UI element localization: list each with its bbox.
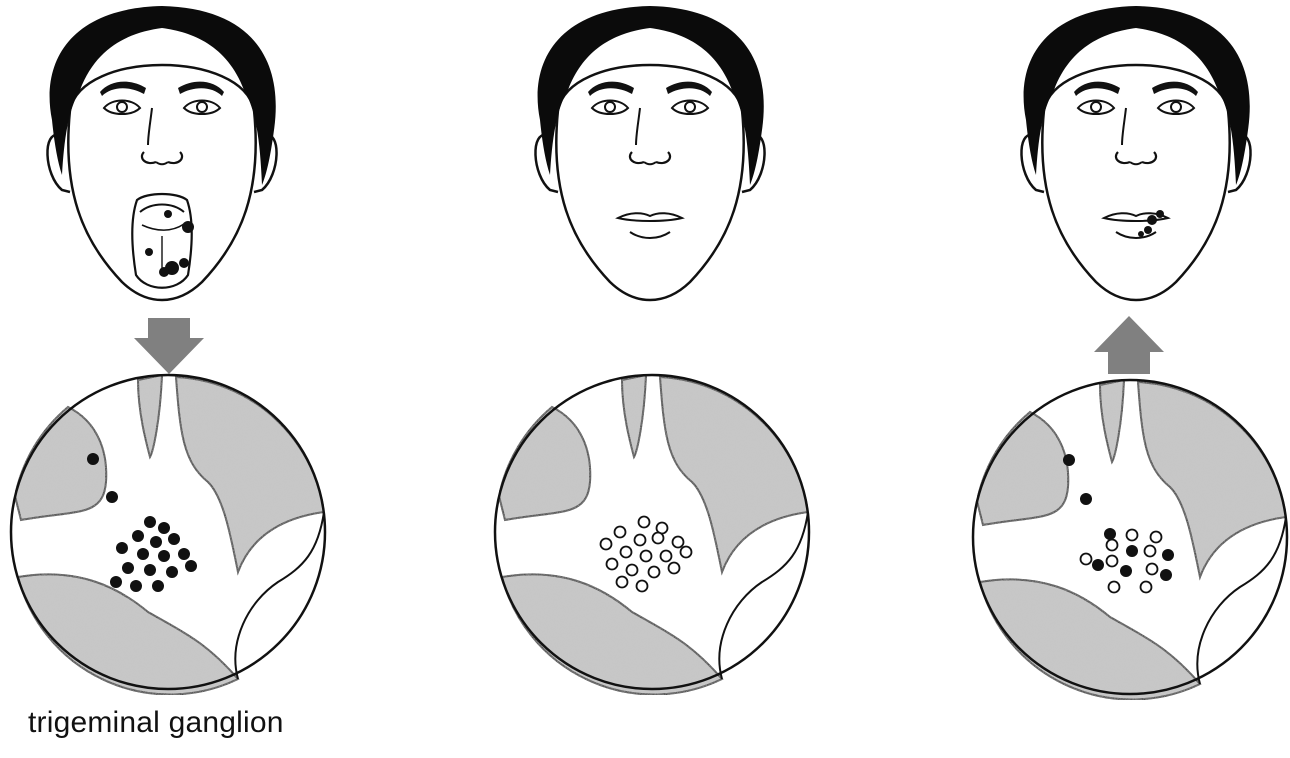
ganglion-circle-latent [495,375,809,695]
figure-label: trigeminal ganglion [28,708,284,738]
ganglion-circle-reactivating [973,380,1287,700]
face-oral-lesions [47,6,276,300]
panel-latent [495,6,809,695]
arrow-up-icon [1094,316,1164,374]
panel-active-infection [11,6,325,695]
face-lip-lesion [1021,6,1250,300]
face-normal [535,6,764,300]
ganglion-circle-latent-virus-active [11,375,325,695]
arrow-down-icon [134,318,204,374]
panel-reactivation [973,6,1287,700]
